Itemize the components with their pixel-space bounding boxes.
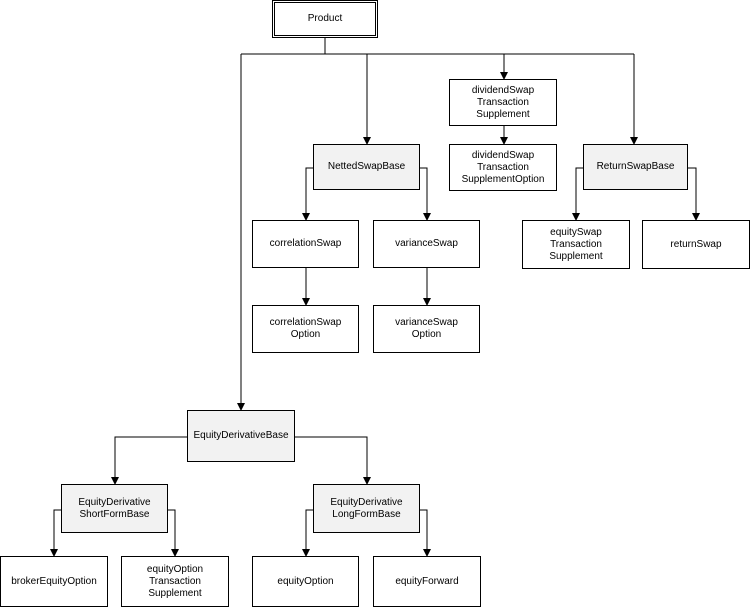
- node-dividend-swap-option: dividendSwap Transaction SupplementOptio…: [449, 144, 557, 191]
- node-dividend-swap: dividendSwap Transaction Supplement: [449, 79, 557, 126]
- connector-short-to-broker: [50, 509, 61, 557]
- connector-short-to-equity-option-ts: [168, 509, 179, 557]
- connector-return-to-equity-swap: [572, 167, 583, 221]
- node-variance-swap: varianceSwap: [373, 220, 480, 268]
- node-correlation-swap: correlationSwap: [252, 220, 359, 268]
- connector-eqbase-to-short: [111, 436, 187, 485]
- connector-netted-to-variance: [420, 167, 431, 221]
- node-variance-swap-option: varianceSwap Option: [373, 305, 480, 353]
- connector-netted-to-correlation: [302, 167, 313, 221]
- node-return-swap: returnSwap: [642, 220, 750, 269]
- node-equity-derivative-base: EquityDerivativeBase: [187, 410, 295, 462]
- node-equity-derivative-long-form-base: EquityDerivative LongFormBase: [313, 484, 420, 533]
- connector-long-to-equity-forward: [420, 509, 431, 557]
- connector-product-bus: [324, 38, 634, 55]
- node-equity-forward: equityForward: [373, 556, 481, 607]
- node-equity-option: equityOption: [252, 556, 359, 607]
- node-netted-swap-base: NettedSwapBase: [313, 144, 420, 190]
- node-equity-swap: equitySwap Transaction Supplement: [522, 220, 630, 269]
- connector-eqbase-to-long: [295, 436, 371, 485]
- node-return-swap-base: ReturnSwapBase: [583, 144, 688, 190]
- connector-return-to-return-swap: [688, 167, 700, 221]
- connector-long-to-equity-option: [302, 509, 313, 557]
- node-product: Product: [272, 0, 378, 38]
- node-correlation-swap-option: correlationSwap Option: [252, 305, 359, 353]
- node-broker-equity-option: brokerEquityOption: [0, 556, 108, 607]
- node-equity-derivative-short-form-base: EquityDerivative ShortFormBase: [61, 484, 168, 533]
- node-equity-option-transaction-supplement: equityOption Transaction Supplement: [121, 556, 229, 607]
